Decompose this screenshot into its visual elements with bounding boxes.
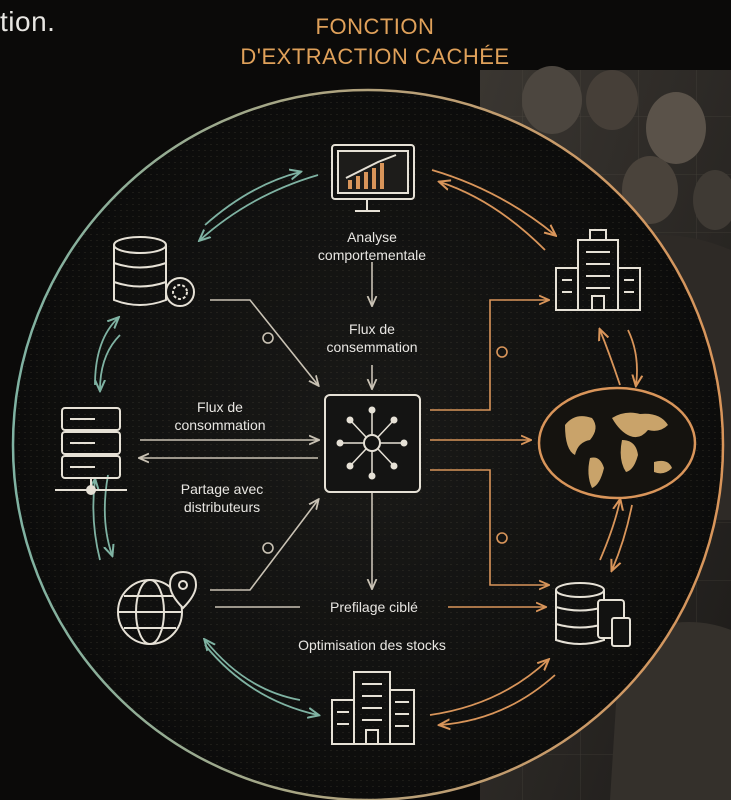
label-partage-1: Partage avec	[181, 481, 264, 497]
title-line-2: D'EXTRACTION CACHÉE	[240, 44, 510, 69]
label-flux-center-2: consemmation	[326, 339, 417, 355]
globe-location-icon	[117, 570, 198, 645]
label-analyse-1: Analyse	[347, 229, 397, 245]
label-analyse-2: comportementale	[318, 247, 426, 263]
labels: Analyse comportementale Flux de consemma…	[174, 229, 445, 653]
label-flux-left-2: consommation	[174, 417, 265, 433]
database-devices-icon	[555, 582, 631, 647]
flow-connectors	[140, 262, 548, 607]
label-partage-2: distributeurs	[184, 499, 260, 515]
label-flux-left-1: Flux de	[197, 399, 243, 415]
corner-text: tion.	[0, 6, 56, 37]
label-optimisation: Optimisation des stocks	[298, 637, 446, 653]
server-icon	[55, 407, 127, 495]
world-map-icon	[537, 386, 697, 500]
circle-border	[11, 88, 725, 800]
network-hub-icon	[324, 394, 421, 493]
label-profilage: Prefilage ciblé	[330, 599, 418, 615]
city-buildings-icon	[331, 671, 415, 745]
database-gear-icon	[113, 236, 195, 307]
label-flux-center-1: Flux de	[349, 321, 395, 337]
monitor-chart-icon	[331, 144, 415, 212]
title-line-1: FONCTION	[315, 14, 435, 39]
building-icon	[555, 229, 641, 311]
diagram-title: FONCTION D'EXTRACTION CACHÉE	[220, 12, 530, 72]
